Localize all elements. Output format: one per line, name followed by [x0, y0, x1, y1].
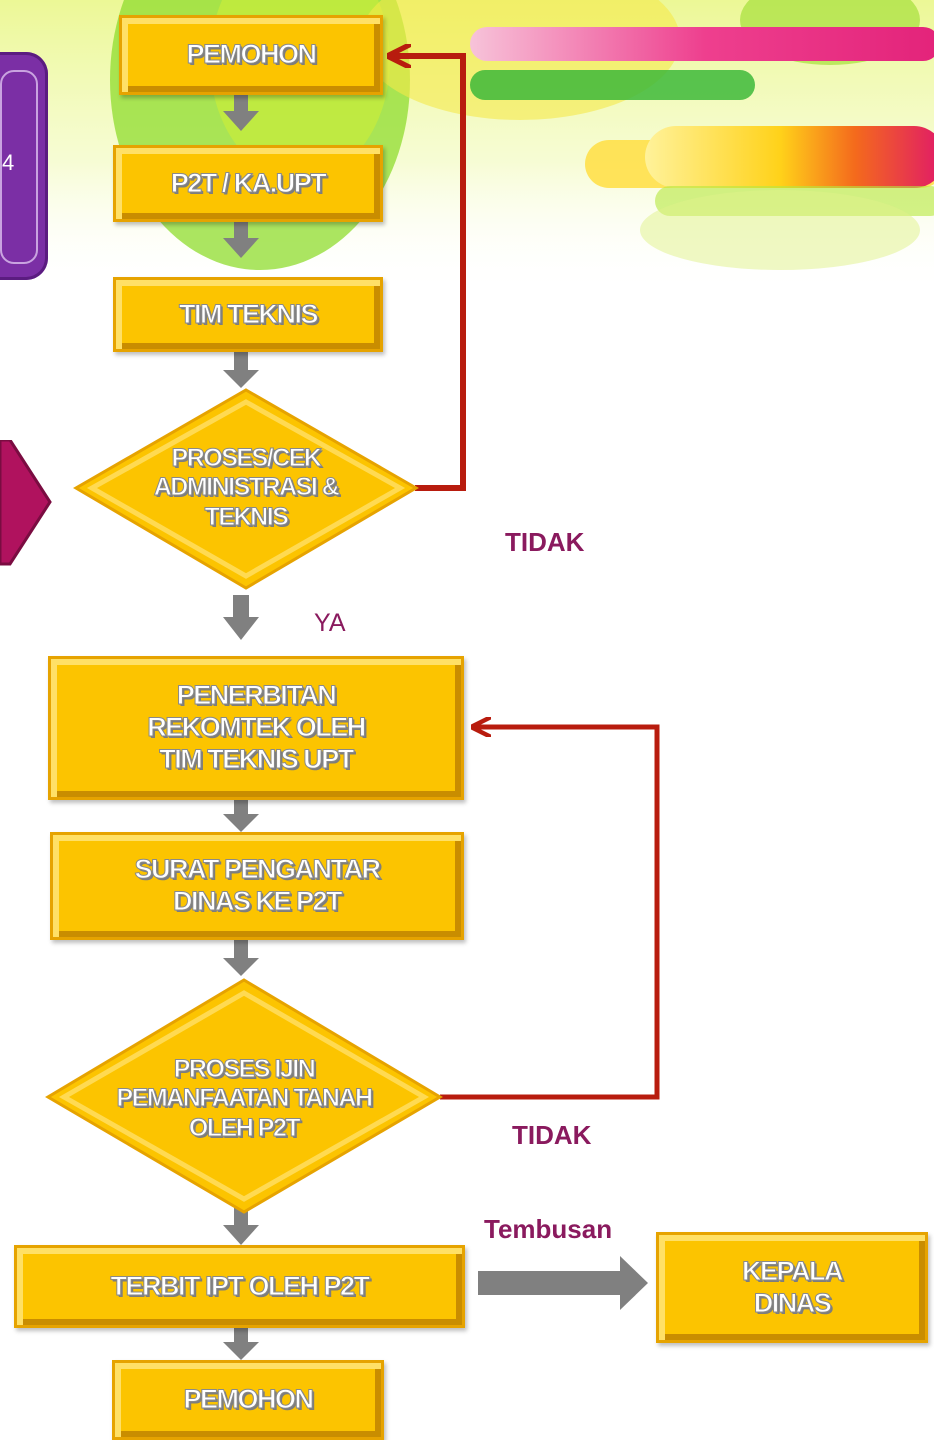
box-label: PEMOHON	[183, 1384, 315, 1415]
down-arrow	[223, 222, 259, 258]
down-arrow	[223, 95, 259, 131]
box-label: KEPALA DINAS	[741, 1255, 844, 1318]
down-arrow	[223, 1328, 259, 1360]
box-kepala-dinas: KEPALA DINAS	[656, 1232, 928, 1343]
box-penerbitan-rekomtek: PENERBITAN REKOMTEK OLEH TIM TEKNIS UPT	[48, 656, 464, 800]
box-p2t-kaupt: P2T / KA.UPT	[113, 145, 383, 222]
label-tidak-1: TIDAK	[505, 527, 585, 557]
down-arrow	[223, 940, 259, 976]
box-label: PENERBITAN REKOMTEK OLEH TIM TEKNIS UPT	[147, 680, 367, 775]
side-panel-magenta-arrow	[0, 440, 52, 566]
decision-label-cek: PROSES/CEK ADMINISTRASI & TEKNIS	[96, 428, 396, 548]
side-panel-purple: 4	[0, 52, 48, 280]
box-label: TERBIT IPT OLEH P2T	[110, 1270, 371, 1301]
decision-diamond-ijin	[45, 978, 443, 1214]
label-tembusan: Tembusan	[484, 1214, 613, 1244]
side-panel-text: 4	[2, 150, 15, 175]
box-surat-pengantar: SURAT PENGANTAR DINAS KE P2T	[50, 832, 464, 940]
box-pemohon-bottom: PEMOHON	[112, 1360, 384, 1440]
box-label: P2T / KA.UPT	[170, 167, 327, 198]
feedback-arrow-tidak-2	[440, 727, 660, 1100]
decision-diamond-cek	[73, 388, 419, 590]
feedback-arrow-tidak-1	[392, 56, 466, 491]
box-label: TIM TEKNIS	[179, 298, 320, 329]
box-terbit-ipt: TERBIT IPT OLEH P2T	[14, 1245, 465, 1328]
box-pemohon-top: PEMOHON	[119, 15, 383, 95]
down-arrow	[223, 800, 259, 832]
box-label: SURAT PENGANTAR DINAS KE P2T	[134, 854, 382, 917]
tembusan-arrow	[478, 1256, 648, 1310]
diamond-label: PROSES/CEK ADMINISTRASI & TEKNIS	[153, 443, 340, 531]
label-ya: YA	[314, 609, 346, 637]
diamond-label: PROSES IJIN PEMANFAATAN TANAH OLEH P2T	[116, 1054, 374, 1142]
label-tidak-2: TIDAK	[512, 1120, 592, 1150]
decision-label-ijin: PROSES IJIN PEMANFAATAN TANAH OLEH P2T	[44, 1040, 444, 1158]
box-label: PEMOHON	[186, 39, 318, 70]
down-arrow	[223, 595, 259, 640]
box-tim-teknis: TIM TEKNIS	[113, 277, 383, 352]
down-arrow	[223, 352, 259, 388]
